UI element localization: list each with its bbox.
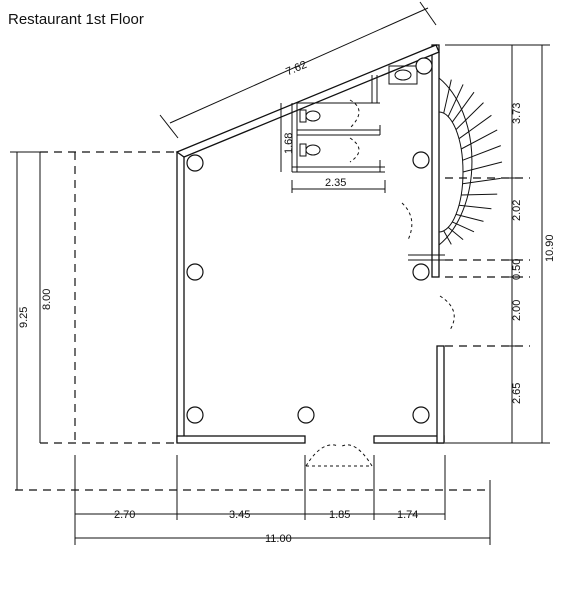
sink-icon: [394, 69, 412, 81]
dim-right-1: 3.73: [511, 103, 523, 124]
dim-toilet-width: 2.35: [325, 177, 346, 189]
dim-left-inner: 8.00: [41, 289, 53, 310]
spiral-staircase: [401, 77, 503, 261]
side-door-swing: [439, 295, 455, 331]
left-wall: [176, 151, 185, 443]
stair-tread: [443, 230, 452, 245]
top-diagonal-wall: [175, 44, 440, 158]
dim-bottom-3: 1.85: [329, 509, 350, 521]
stair-tread: [461, 193, 498, 196]
columns: [186, 57, 433, 424]
stair-tread: [458, 114, 492, 140]
column: [412, 151, 430, 169]
column: [186, 263, 204, 281]
stair-tread: [462, 145, 501, 161]
column: [412, 406, 430, 424]
dim-bottom-1: 2.70: [114, 509, 135, 521]
plan-title: Restaurant 1st Floor: [8, 11, 144, 28]
dim-bottom-4: 1.74: [397, 509, 418, 521]
dim-right-5: 2.65: [511, 383, 523, 404]
stair-tread: [462, 177, 501, 185]
stair-treads: [438, 78, 503, 246]
bottom-wall-left: [176, 435, 306, 444]
dim-bottom-2: 3.45: [229, 509, 250, 521]
stair-tread: [452, 221, 475, 233]
stair-outer-edge: [438, 77, 473, 246]
right-wall-upper: [431, 44, 440, 278]
column: [415, 57, 433, 75]
door-swing: [401, 202, 413, 241]
wc-icon: [299, 143, 307, 157]
column: [186, 406, 204, 424]
column: [412, 263, 430, 281]
wc-icon: [305, 144, 321, 156]
stair-tread: [451, 91, 475, 123]
column: [297, 406, 315, 424]
stair-tread: [460, 129, 498, 150]
sink-icon: [388, 65, 418, 85]
dimension-lines: [10, 1, 550, 545]
stair-tread: [462, 161, 503, 173]
toilet-block: [291, 65, 418, 173]
stair-tread: [455, 102, 484, 130]
stair-inner-edge: [438, 111, 464, 233]
column: [186, 154, 204, 172]
dim-right-total: 10.90: [544, 234, 556, 262]
wc-icon: [299, 109, 307, 123]
bottom-wall-right: [373, 435, 445, 444]
dim-right-3: 0.50: [511, 259, 523, 280]
stair-tread: [447, 227, 464, 240]
stair-tread: [455, 213, 484, 222]
dimension-labels: 7.62 1.68 2.35 9.25 8.00 3.73 2.02 0.50 …: [18, 59, 556, 545]
door-swing: [349, 99, 360, 129]
stair-tread: [447, 84, 464, 117]
overhang-outline: [15, 151, 530, 491]
door-swing: [349, 137, 360, 163]
dim-top-diagonal: 7.62: [284, 59, 308, 78]
right-wall-lower: [436, 345, 445, 444]
dim-toilet-height: 1.68: [283, 133, 295, 154]
dim-bottom-total: 11.00: [265, 533, 292, 545]
stair-tread: [458, 204, 492, 210]
wc-icon: [305, 110, 321, 122]
dim-right-2: 2.02: [511, 200, 523, 221]
building-walls: [175, 44, 445, 444]
dim-left-outer: 9.25: [18, 307, 30, 328]
entrance-door: [305, 444, 373, 467]
stair-tread: [443, 79, 452, 114]
dim-right-4: 2.00: [511, 300, 523, 321]
